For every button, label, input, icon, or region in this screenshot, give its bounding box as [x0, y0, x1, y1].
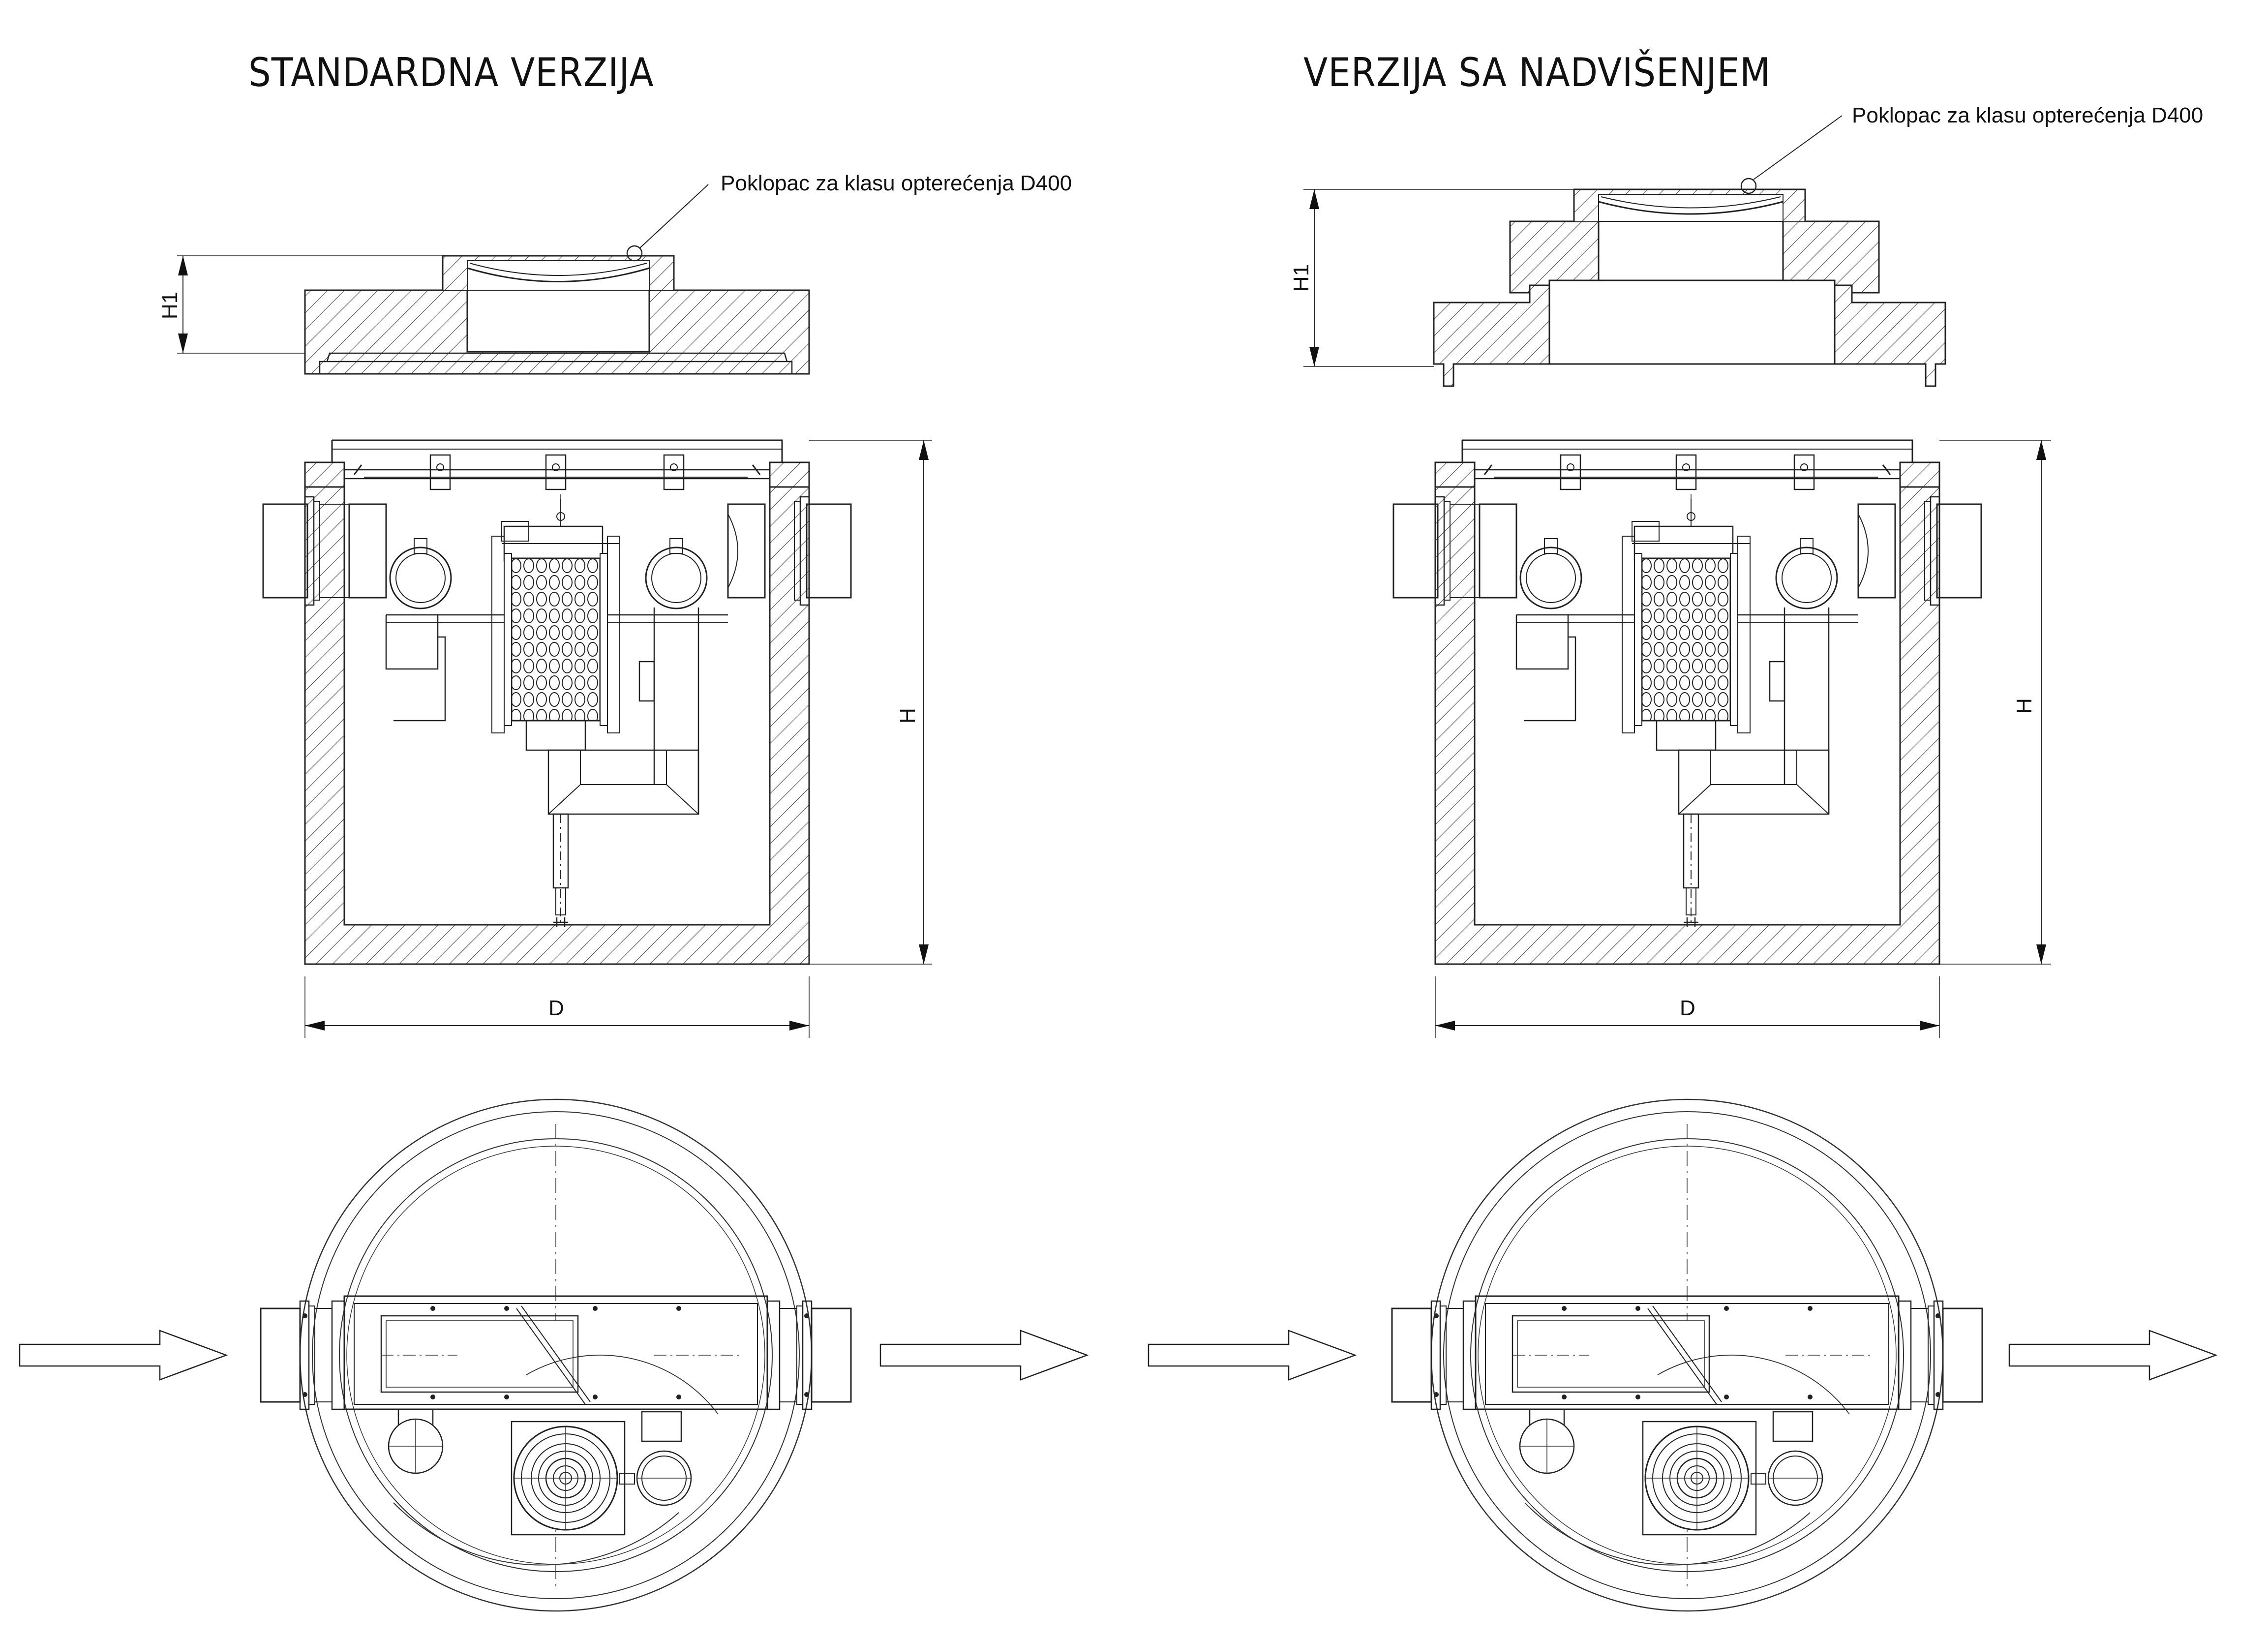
label-h-raised: H	[2012, 698, 2036, 714]
vessel-section-standard	[262, 439, 852, 965]
label-h-standard: H	[895, 708, 920, 724]
label-h1-raised: H1	[1289, 264, 1314, 292]
d-dimension-raised	[1435, 976, 1940, 1038]
plan-view-standard	[260, 1098, 852, 1612]
label-d-raised: D	[1680, 996, 1695, 1020]
inlet-arrow-standard	[19, 1330, 227, 1381]
callout-cover-raised: Poklopac za klasu opterećenja D400	[1852, 103, 2204, 127]
cover-section-standard	[304, 184, 810, 375]
outlet-arrow-standard	[879, 1330, 1088, 1381]
title-standard: STANDARDNA VERZIJA	[248, 49, 654, 96]
h1-dimension-standard	[177, 255, 443, 354]
vessel-section-raised	[1392, 439, 1982, 965]
label-d-standard: D	[548, 996, 564, 1020]
d-dimension-standard	[304, 976, 810, 1038]
label-h1-standard: H1	[158, 291, 182, 320]
outlet-arrow-raised	[2008, 1330, 2217, 1381]
plan-view-raised	[1391, 1098, 1983, 1612]
cover-section-raised	[1433, 115, 1946, 387]
h-dimension-standard	[809, 440, 932, 965]
h-dimension-raised	[1939, 440, 2051, 965]
h1-dimension-raised	[1303, 189, 1574, 367]
inlet-arrow-raised	[1148, 1330, 1356, 1381]
title-raised: VERZIJA SA NADVIŠENJEM	[1303, 49, 1771, 96]
callout-cover-standard: Poklopac za klasu opterećenja D400	[721, 171, 1072, 195]
